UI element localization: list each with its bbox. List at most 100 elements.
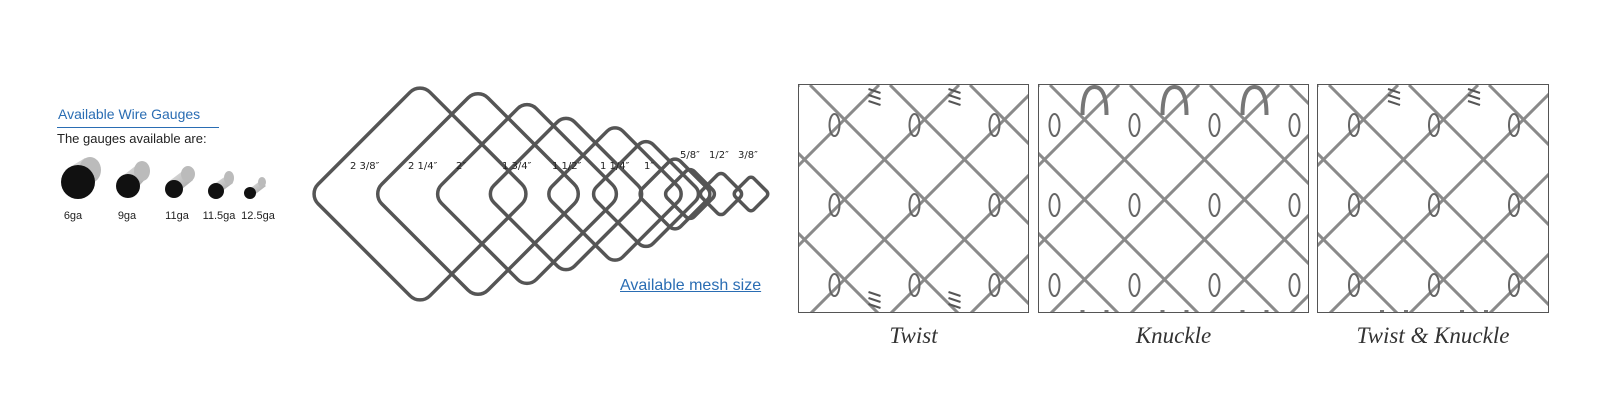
wire-twist <box>1048 273 1061 297</box>
wire-strand <box>799 231 880 312</box>
wire-strand <box>1318 151 1479 312</box>
twist-end <box>1387 88 1401 94</box>
mesh-size-label: 1 1/2″ <box>552 161 582 172</box>
gauge-11-5ga-icon <box>208 171 234 199</box>
wire-strand <box>1408 172 1548 312</box>
wire-twist <box>1348 193 1360 217</box>
chain-link-knuckle-icon <box>1039 85 1308 312</box>
gauges-title: Available Wire Gauges <box>58 106 201 122</box>
mesh-diamond <box>638 157 712 231</box>
gauge-label: 9ga <box>117 210 137 222</box>
twist-end <box>1387 100 1401 106</box>
twist-end <box>868 88 881 94</box>
wire-strand <box>1487 85 1548 147</box>
wire-twist <box>1428 193 1440 217</box>
wire-strand <box>1208 85 1308 186</box>
weave-caption-twist: Twist <box>889 323 938 348</box>
gauge-12-5ga-icon <box>244 177 266 199</box>
mesh-size-label: 1″ <box>644 161 654 172</box>
twist-end <box>1387 94 1401 100</box>
twist-end <box>868 297 881 303</box>
mesh-diamond <box>732 175 770 213</box>
weave-panel-twist-knuckle <box>1317 84 1549 313</box>
wire-twist <box>908 113 921 137</box>
gauge-label: 6ga <box>63 210 83 222</box>
mesh-size-title: Available mesh size <box>620 277 762 294</box>
wire-twist <box>1288 113 1301 137</box>
mesh-size-diagram: 2 3/8″ 2 1/4″ 2″ 1 3/4″ 1 1/2″ 1 1/4″ 1″ 5/8″ 1/… <box>312 86 770 302</box>
wire-twist <box>1208 273 1221 297</box>
mesh-size-label: 2 3/8″ <box>350 161 380 172</box>
mesh-diamond <box>312 86 528 302</box>
gauges-intro: The gauges available are: <box>57 131 207 146</box>
twist-end <box>868 94 881 100</box>
twist-end <box>1467 88 1481 94</box>
mesh-size-label: 2 1/4″ <box>408 161 438 172</box>
wire-strand <box>968 85 1028 146</box>
mesh-diamond <box>375 91 581 297</box>
gauge-11ga-icon <box>165 166 195 198</box>
wire-strand <box>1209 213 1308 312</box>
knuckle-end <box>1160 309 1189 312</box>
mesh-size-label: 3/8″ <box>738 150 758 161</box>
wire-strand <box>799 151 960 312</box>
wire-twist <box>828 113 841 137</box>
knuckle-end <box>1240 309 1269 312</box>
wire-twist <box>1288 273 1301 297</box>
chain-link-twist-knuckle-icon <box>1318 85 1548 312</box>
mesh-size-label: 1 3/4″ <box>502 161 532 172</box>
knuckle-end <box>1160 85 1189 116</box>
wire-strand <box>1318 85 1480 248</box>
wire-twist <box>988 273 1001 297</box>
wire-strand <box>969 253 1028 312</box>
wire-strand <box>1488 252 1548 312</box>
mesh-diamond <box>698 171 744 217</box>
mesh-size-label: 1/2″ <box>709 150 729 161</box>
gauge-label: 11.5ga <box>202 210 236 222</box>
wire-strand <box>809 93 1028 312</box>
wire-twist <box>1208 193 1221 217</box>
mesh-size-label: 5/8″ <box>680 150 700 161</box>
wire-twist <box>1208 113 1221 137</box>
wire-strand <box>799 85 881 168</box>
weave-panel-twist <box>798 84 1029 313</box>
wire-strand <box>1318 231 1399 312</box>
mesh-diamond <box>435 102 619 286</box>
wire-strand <box>1049 85 1281 312</box>
gauge-cylinders <box>61 157 266 199</box>
mesh-diamond <box>591 139 701 249</box>
wire-twist <box>1508 113 1520 137</box>
twist-end <box>948 88 961 94</box>
wire-twist <box>1128 193 1141 217</box>
knuckle-end <box>1080 309 1109 312</box>
mesh-diamond <box>488 116 644 272</box>
twist-end <box>948 303 961 309</box>
gauges-title-underline <box>57 127 219 128</box>
mesh-size-label: 1 1/4″ <box>600 161 630 172</box>
wire-strand <box>1039 231 1120 312</box>
wire-twist <box>1428 113 1440 137</box>
wire-twist <box>1428 273 1440 297</box>
wire-twist <box>828 273 841 297</box>
chain-link-twist-icon <box>799 85 1028 312</box>
wire-twist <box>908 273 921 297</box>
wire-strand <box>1129 133 1308 312</box>
mesh-size-label: 2″ <box>456 161 466 172</box>
wire-strand <box>1039 151 1200 312</box>
wire-twist <box>908 193 921 217</box>
twist-end <box>948 100 961 106</box>
twist-end <box>948 94 961 100</box>
knuckle-end <box>1080 85 1109 116</box>
wire-twist <box>1048 113 1061 137</box>
twist-end <box>868 291 881 297</box>
gauge-9ga-icon <box>116 161 150 198</box>
gauge-label: 12.5ga <box>241 210 275 222</box>
twist-end <box>948 297 961 303</box>
wire-twist <box>1048 193 1061 217</box>
wire-twist <box>1128 273 1141 297</box>
wire-twist <box>1128 113 1141 137</box>
wire-strand <box>799 85 961 248</box>
wire-twist <box>988 193 1001 217</box>
twist-end <box>868 303 881 309</box>
wire-twist <box>1348 273 1360 297</box>
